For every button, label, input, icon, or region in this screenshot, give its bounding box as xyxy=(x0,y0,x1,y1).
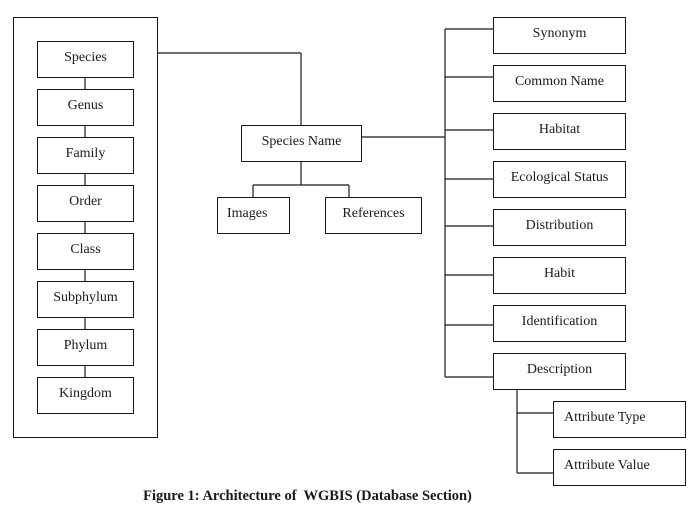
node-label: Images xyxy=(227,206,268,221)
taxonomy-group xyxy=(13,17,158,438)
node-label: Species Name xyxy=(261,134,342,149)
node-images: Images xyxy=(217,197,290,234)
node-label: Subphylum xyxy=(53,290,118,305)
node-label: Habit xyxy=(543,266,576,281)
node-label: Order xyxy=(69,194,102,209)
node-label: Family xyxy=(65,146,106,161)
node-identification: Identification xyxy=(493,305,626,342)
node-label: Attribute Type xyxy=(564,410,646,425)
node-description: Description xyxy=(493,353,626,390)
node-label: Phylum xyxy=(63,338,108,353)
node-label: References xyxy=(342,206,405,221)
node-label: Synonym xyxy=(532,26,587,41)
node-kingdom: Kingdom xyxy=(37,377,134,414)
node-species-name: Species Name xyxy=(241,125,362,162)
node-label: Distribution xyxy=(525,218,594,233)
node-habit: Habit xyxy=(493,257,626,294)
node-ecological-status: Ecological Status xyxy=(493,161,626,198)
node-label: Kingdom xyxy=(59,386,112,401)
node-references: References xyxy=(325,197,422,234)
node-subphylum: Subphylum xyxy=(37,281,134,318)
node-label: Species xyxy=(64,50,107,65)
node-label: Habitat xyxy=(538,122,581,137)
node-habitat: Habitat xyxy=(493,113,626,150)
node-label: Identification xyxy=(521,314,598,329)
node-synonym: Synonym xyxy=(493,17,626,54)
node-genus: Genus xyxy=(37,89,134,126)
node-phylum: Phylum xyxy=(37,329,134,366)
node-label: Description xyxy=(526,362,593,377)
node-label: Common Name xyxy=(514,74,605,89)
node-class: Class xyxy=(37,233,134,270)
node-order: Order xyxy=(37,185,134,222)
node-family: Family xyxy=(37,137,134,174)
node-label: Attribute Value xyxy=(564,458,650,473)
node-label: Genus xyxy=(67,98,104,113)
node-label: Ecological Status xyxy=(510,170,609,185)
node-common-name: Common Name xyxy=(493,65,626,102)
node-attribute-type: Attribute Type xyxy=(553,401,686,438)
figure-caption: Figure 1: Architecture of WGBIS (Databas… xyxy=(143,488,472,504)
node-label: Class xyxy=(70,242,101,257)
node-species: Species xyxy=(37,41,134,78)
node-attribute-value: Attribute Value xyxy=(553,449,686,486)
node-distribution: Distribution xyxy=(493,209,626,246)
